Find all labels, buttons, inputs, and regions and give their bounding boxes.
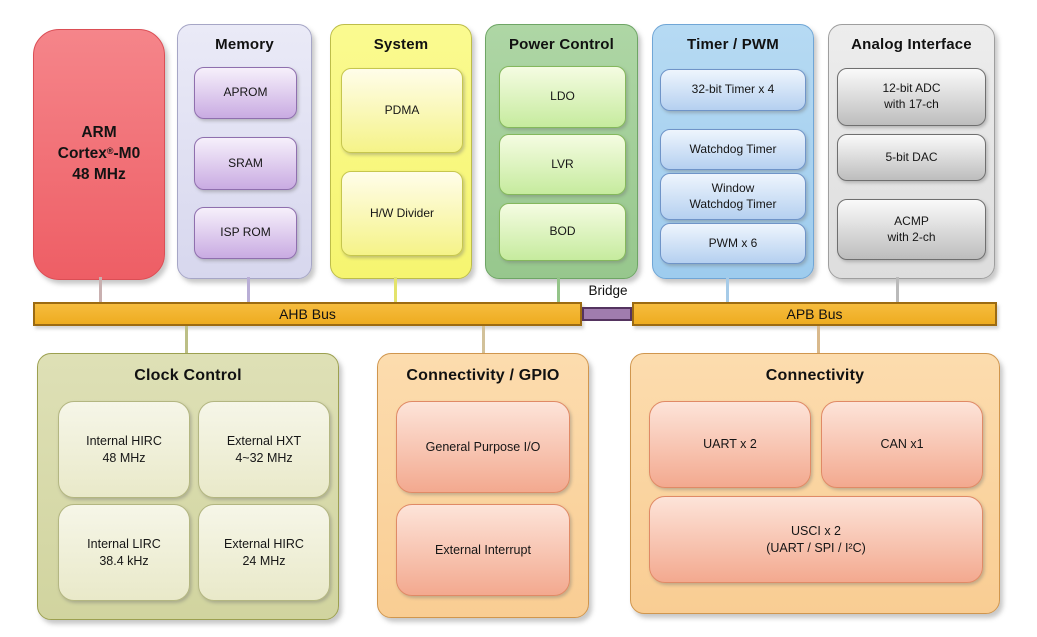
item-adc: 12-bit ADC with 17-ch: [837, 68, 986, 126]
item-32bit-timer: 32-bit Timer x 4: [660, 69, 806, 111]
bridge-label: Bridge: [588, 283, 628, 298]
group-title: System: [373, 36, 429, 53]
group-timer-pwm: Timer / PWM 32-bit Timer x 4 Watchdog Ti…: [652, 24, 814, 279]
item-external-interrupt: External Interrupt: [396, 504, 570, 596]
item-sram: SRAM: [194, 137, 297, 190]
item-watchdog-timer: Watchdog Timer: [660, 129, 806, 170]
group-power-control: Power Control LDO LVR BOD: [485, 24, 638, 279]
registered-trademark-icon: ®: [106, 146, 114, 157]
group-title: Clock Control: [134, 367, 242, 384]
item-pwm: PWM x 6: [660, 223, 806, 264]
connector-apb-connectivity: [817, 326, 820, 353]
item-external-hirc: External HIRC 24 MHz: [198, 504, 330, 601]
group-title: Analog Interface: [851, 36, 972, 53]
item-external-hxt: External HXT 4~32 MHz: [198, 401, 330, 498]
group-title: Memory: [215, 36, 274, 53]
item-lvr: LVR: [499, 134, 626, 195]
group-title: Timer / PWM: [687, 36, 779, 53]
group-system: System PDMA H/W Divider: [330, 24, 472, 279]
group-connectivity-gpio: Connectivity / GPIO General Purpose I/O …: [377, 353, 589, 618]
item-can: CAN x1: [821, 401, 983, 488]
connector-ahb-clock: [185, 326, 188, 353]
item-window-watchdog-timer: Window Watchdog Timer: [660, 173, 806, 220]
item-dac: 5-bit DAC: [837, 134, 986, 181]
item-ldo: LDO: [499, 66, 626, 128]
connector-ahb-gpio: [482, 326, 485, 353]
item-bod: BOD: [499, 203, 626, 261]
cpu-line3: 48 MHz: [72, 165, 126, 183]
connector-analog-apb: [896, 277, 899, 303]
item-internal-lirc: Internal LIRC 38.4 kHz: [58, 504, 190, 601]
item-internal-hirc: Internal HIRC 48 MHz: [58, 401, 190, 498]
ahb-bus-bar: AHB Bus: [33, 302, 582, 326]
bridge-bar: [582, 307, 632, 321]
group-connectivity: Connectivity UART x 2 CAN x1 USCI x 2 (U…: [630, 353, 1000, 614]
group-title: Power Control: [508, 36, 615, 53]
item-aprom: APROM: [194, 67, 297, 119]
item-hw-divider: H/W Divider: [341, 171, 463, 256]
apb-bus-bar: APB Bus: [632, 302, 997, 326]
item-acmp: ACMP with 2-ch: [837, 199, 986, 260]
connector-system-ahb: [394, 277, 397, 303]
cpu-line1: ARM: [81, 124, 117, 142]
group-title: Connectivity / GPIO: [406, 367, 560, 384]
connector-power-ahb: [557, 277, 560, 303]
group-clock-control: Clock Control Internal HIRC 48 MHz Exter…: [37, 353, 339, 620]
connector-cpu-ahb: [99, 277, 102, 303]
cpu-line2: Cortex®-M0: [57, 145, 141, 163]
connector-memory-ahb: [247, 277, 250, 303]
connector-timer-apb: [726, 277, 729, 303]
group-title: Connectivity: [765, 367, 865, 384]
item-isp-rom: ISP ROM: [194, 207, 297, 259]
group-analog-interface: Analog Interface 12-bit ADC with 17-ch 5…: [828, 24, 995, 279]
item-pdma: PDMA: [341, 68, 463, 153]
item-uart: UART x 2: [649, 401, 811, 488]
item-general-purpose-io: General Purpose I/O: [396, 401, 570, 493]
item-usci: USCI x 2 (UART / SPI / I²C): [649, 496, 983, 583]
group-memory: Memory APROM SRAM ISP ROM: [177, 24, 312, 279]
cpu-block: ARM Cortex®-M0 48 MHz: [33, 29, 165, 280]
